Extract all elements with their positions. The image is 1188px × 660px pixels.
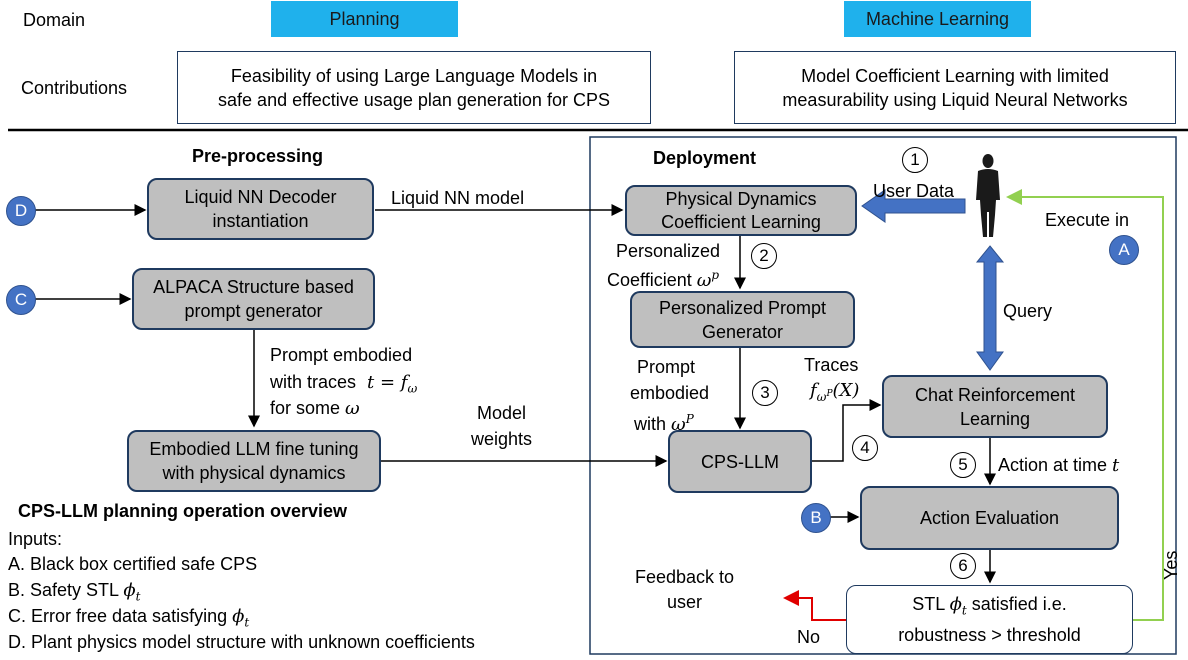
prompt-label-1: Prompt [637,357,696,377]
embodied-llm-finetune-box: Embodied LLM fine tuning with physical d… [127,430,381,492]
deployment-title: Deployment [653,148,757,168]
step-4: 4 [852,435,878,461]
inputs-label: Inputs: [8,529,63,549]
domain-label: Domain [23,10,86,30]
deployment-frame [589,136,1177,655]
prompt-label-3: with ωP [634,412,694,435]
execute-in-label: Execute in [1045,210,1130,230]
step-2: 2 [751,243,777,269]
input-item-a: A. Black box certified safe CPS [8,554,258,574]
personalized-prompt-box: Personalized Prompt Generator [630,291,855,348]
personalized-coefficient-label-1: Personalized [616,241,721,261]
input-marker-c: C [6,285,36,315]
personalized-coefficient-label-2: Coefficient ωp [607,268,720,291]
input-marker-a: A [1109,235,1139,265]
user-data-label: User Data [873,181,955,201]
prompt-embodied-label-3: for some ω [270,398,360,419]
tag-machine-learning: Machine Learning [844,1,1031,37]
step-6: 6 [950,553,976,579]
step-3: 3 [752,380,778,406]
input-marker-d: D [6,196,36,226]
tag-planning: Planning [271,1,458,37]
action-at-time-label: Action at time t [998,455,1120,476]
traces-formula: fωP(X) [810,380,860,404]
query-label: Query [1003,301,1053,321]
input-item-c: C. Error free data satisfying ϕt [8,606,250,630]
liquid-nn-decoder-box: Liquid NN Decoder instantiation [147,178,374,240]
prompt-label-2: embodied [630,383,710,403]
alpaca-prompt-generator-box: ALPACA Structure based prompt generator [132,268,375,330]
contributions-label: Contributions [21,78,128,98]
input-item-d: D. Plant physics model structure with un… [8,632,475,652]
prompt-embodied-label-2: with traces t = fω [270,372,418,396]
action-evaluation-box: Action Evaluation [860,486,1119,550]
contribution-llm-box: Feasibility of using Large Language Mode… [177,51,651,124]
liquid-nn-model-label: Liquid NN model [391,188,525,208]
stl-satisfied-box: STL ϕt satisfied i.e. robustness > thres… [846,585,1133,654]
query-arrow [975,245,1005,371]
yes-label: Yes [1161,550,1181,580]
model-weights-label: Model weights [471,403,533,449]
input-marker-b: B [801,503,831,533]
preprocessing-title: Pre-processing [192,146,324,166]
step-5: 5 [950,452,976,478]
step-1: 1 [902,147,928,173]
user-data-arrow [861,189,966,223]
prompt-embodied-label-1: Prompt embodied [270,345,413,365]
cps-llm-box: CPS-LLM [668,430,812,493]
chat-reinforcement-box: Chat Reinforcement Learning [882,375,1108,438]
no-label: No [797,627,821,647]
overview-title: CPS-LLM planning operation overview [18,501,348,521]
contribution-lnn-box: Model Coefficient Learning with limited … [734,51,1176,124]
user-silhouette-icon [976,154,1000,237]
physical-dynamics-box: Physical Dynamics Coefficient Learning [625,185,857,236]
input-item-b: B. Safety STL ϕt [8,580,141,604]
traces-label: Traces [804,355,859,375]
feedback-to-user-label: Feedback to user [635,567,735,612]
